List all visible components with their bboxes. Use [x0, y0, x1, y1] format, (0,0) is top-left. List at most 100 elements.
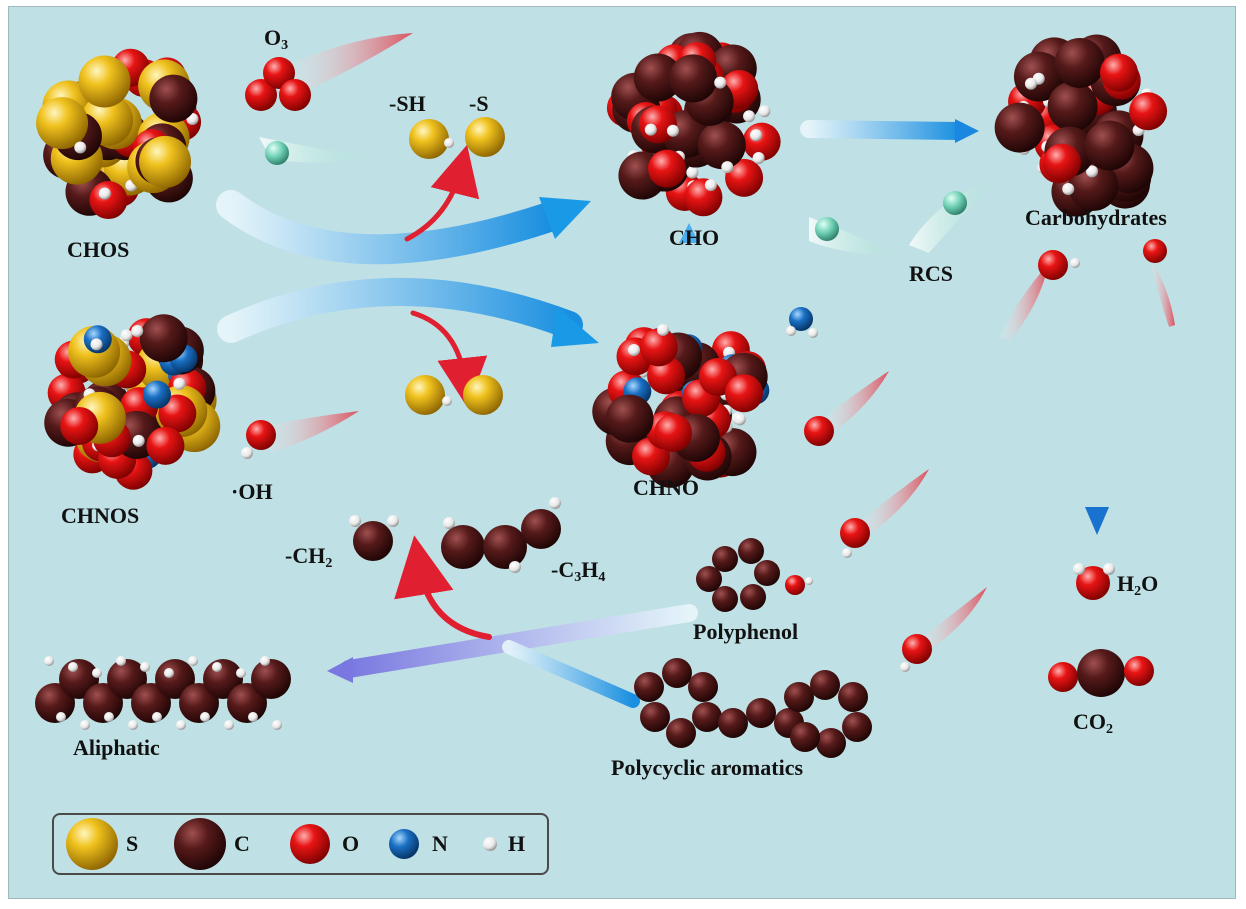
hydrogen-atom [272, 720, 282, 730]
carbon-atom [692, 702, 722, 732]
chnos-label: CHNOS [61, 503, 140, 528]
carbon-atom [842, 712, 872, 742]
nitrogen-atom [789, 307, 813, 331]
atoms-layer [35, 31, 1168, 758]
ozone-trail [279, 33, 413, 99]
cho-cluster [606, 31, 781, 217]
carbon-atom [784, 682, 814, 712]
oxygen-atom [146, 426, 185, 465]
hydrogen-atom [808, 328, 818, 338]
hydrogen-atom [842, 548, 852, 558]
hydrogen-atom [1073, 563, 1085, 575]
sulfur-atom [463, 375, 503, 415]
carbon-atom [1054, 37, 1105, 88]
hydrogen-atom [1070, 258, 1080, 268]
chno-label: CHNO [633, 475, 699, 500]
hydrogen-atom [56, 712, 66, 722]
oxygen-atom [1143, 239, 1167, 263]
oxygen-atom [648, 149, 687, 188]
hydrogen-atom [200, 712, 210, 722]
oxygen-atom [89, 181, 128, 220]
chnos-to-chno-arrow [217, 277, 583, 343]
oxygen-atom [804, 416, 834, 446]
sulfur-atom [405, 375, 445, 415]
hydrogen-atom [752, 151, 765, 164]
diagram-panel: O3 -SH -S CHOS CHNOS CHO CHNO Carbohydra… [8, 6, 1236, 899]
hydrogen-atom [443, 517, 455, 529]
hydroxyl-trail [259, 411, 359, 453]
carbon-atom [746, 698, 776, 728]
chno-cluster [592, 323, 770, 488]
carbon-atom [633, 53, 682, 102]
hydroxyl-trail-3 [1149, 257, 1175, 327]
oxygen-atom-icon [290, 824, 330, 864]
polyphenol-to-aliphatic-arrow [340, 604, 698, 678]
hydrogen-atom [164, 668, 174, 678]
sulfur-atom [36, 97, 89, 150]
aliphatic-label: Aliphatic [73, 735, 160, 760]
hydrogen-atom [128, 720, 138, 730]
hydrogen-atom [131, 325, 144, 338]
carbon-atom [754, 560, 780, 586]
carbon-atom [521, 509, 561, 549]
oxygen-atom [1042, 143, 1081, 182]
reaction-scene [35, 31, 1175, 758]
carbon-atom [816, 728, 846, 758]
hydrogen-atom [236, 668, 246, 678]
oxygen-atom [639, 328, 678, 367]
hydrogen-atom [721, 161, 734, 174]
thiol-release-arrow [404, 144, 480, 242]
oxygen-atom [1129, 92, 1168, 131]
polyphenol-label: Polyphenol [693, 619, 799, 644]
oxygen-atom [1048, 662, 1078, 692]
hydrogen-atom [743, 110, 756, 123]
carbohydrates-to-products-arrowhead [1085, 507, 1109, 535]
element-legend: S C O N H [52, 813, 549, 875]
hydrogen-atom [387, 515, 399, 527]
hydrogen-atom [98, 187, 111, 200]
oxygen-atom [785, 575, 805, 595]
oxygen-atom [263, 57, 295, 89]
hydrogen-atom [176, 720, 186, 730]
carbon-atom [738, 538, 764, 564]
sulfur-atom [139, 135, 192, 188]
oxygen-atom [724, 374, 763, 413]
hydrogen-atom [442, 396, 452, 406]
hydrogen-atom [704, 179, 717, 192]
oxygen-atom [1124, 656, 1154, 686]
hydrogen-atom [173, 377, 186, 390]
ozone-label: O3 [264, 25, 289, 53]
hydrogen-atom [644, 123, 657, 136]
carbohydrates-label: Carbohydrates [1025, 205, 1167, 230]
alkyl-release-arrow [394, 535, 492, 640]
carbon-atom [712, 546, 738, 572]
nitrogen-atom [143, 380, 172, 409]
hydrogen-atom [1103, 563, 1115, 575]
hydroxyl-trail-4 [819, 371, 889, 437]
cho-to-carbohydrates-arrow [800, 120, 968, 140]
hydrogen-atom [90, 338, 103, 351]
legend-label-carbon: C [234, 831, 250, 856]
hydrogen-atom [1086, 165, 1099, 178]
hydrogen-atom [1024, 77, 1037, 90]
hydrogen-atom [657, 323, 670, 336]
carbon-atom [696, 566, 722, 592]
sulfur-atom [78, 55, 131, 108]
carbon-atom [810, 670, 840, 700]
hydrogen-atom [44, 656, 54, 666]
thiol-label: -SH [389, 91, 426, 116]
legend-label-sulfur: S [126, 831, 139, 856]
hydrogen-atom [212, 662, 222, 672]
oxygen-atom [1099, 53, 1138, 92]
hydrogen-atom [349, 515, 361, 527]
oxygen-atom [1076, 566, 1110, 600]
arrows-layer [216, 33, 1175, 708]
carbon-atom [669, 54, 718, 103]
oxygen-atom [158, 394, 197, 433]
hydrogen-atom-icon [483, 837, 497, 851]
rcs-label: RCS [909, 261, 954, 286]
carbon-atom [718, 708, 748, 738]
hydrogen-atom [74, 141, 87, 154]
hydrogen-atom [140, 662, 150, 672]
sulfide-label: -S [469, 91, 489, 116]
